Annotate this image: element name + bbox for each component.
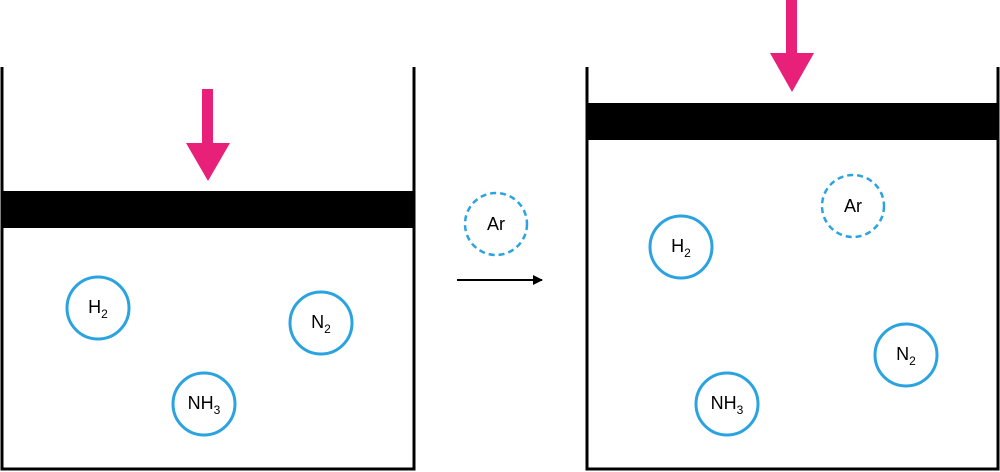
molecule-subscript: 2 [324, 322, 331, 336]
added-argon: Ar [463, 191, 529, 257]
container-after: Ar H2 N2 NH3 [585, 0, 1000, 471]
transition: Ar [457, 191, 543, 285]
svg-text:H2: H2 [88, 297, 108, 321]
molecule-n2-after: N2 [873, 322, 939, 388]
molecule-formula: N [311, 312, 324, 332]
svg-text:N2: N2 [311, 312, 331, 336]
molecule-nh3-before: NH3 [171, 371, 237, 437]
molecule-subscript: 2 [684, 246, 691, 260]
piston-after [587, 103, 998, 140]
molecule-formula: H [88, 297, 101, 317]
container-after-walls [585, 67, 1000, 471]
molecule-nh3-after: NH3 [694, 371, 760, 437]
molecule-subscript: 2 [101, 307, 108, 321]
molecule-formula: NH [188, 393, 214, 413]
svg-text:NH3: NH3 [188, 393, 221, 417]
container-before: H2 N2 NH3 [0, 67, 416, 471]
argon-label: Ar [844, 196, 862, 216]
svg-text:H2: H2 [671, 236, 691, 260]
svg-text:NH3: NH3 [711, 393, 744, 417]
molecule-h2-after: H2 [648, 214, 714, 280]
molecule-h2-before: H2 [65, 275, 131, 341]
molecule-subscript: 2 [909, 354, 916, 368]
argon-label: Ar [487, 214, 505, 234]
molecule-ar-after: Ar [820, 173, 886, 239]
molecule-subscript: 3 [737, 403, 744, 417]
force-arrow-after [770, 0, 814, 92]
piston-before [2, 191, 414, 228]
molecule-formula: N [896, 344, 909, 364]
container-before-walls [0, 67, 416, 471]
svg-text:N2: N2 [896, 344, 916, 368]
molecule-n2-before: N2 [288, 290, 354, 356]
force-arrow-before [186, 89, 230, 181]
molecule-subscript: 3 [214, 403, 221, 417]
molecule-formula: NH [711, 393, 737, 413]
molecule-formula: H [671, 236, 684, 256]
